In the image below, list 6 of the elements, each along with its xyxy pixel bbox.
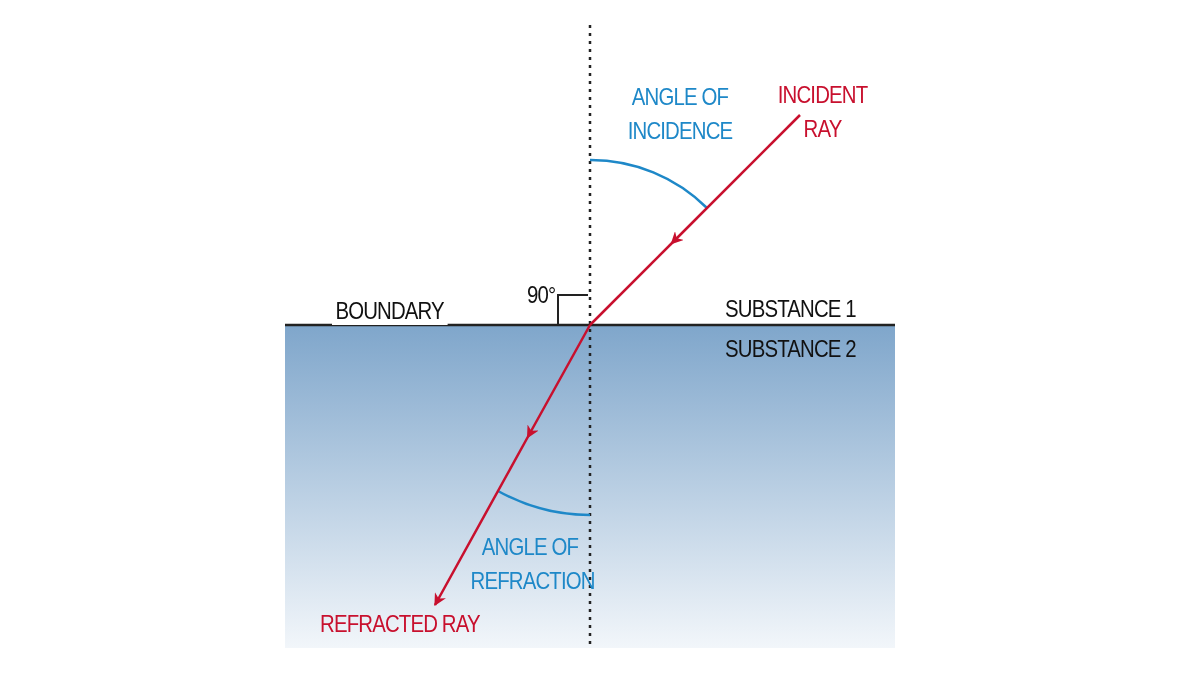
angle-value: 90° bbox=[527, 280, 556, 310]
angle-label: ANGLE OF INCIDENCE bbox=[626, 82, 734, 146]
substance-label: SUBSTANCE 1 bbox=[725, 294, 856, 324]
ray-label: REFRACTED RAY bbox=[320, 609, 480, 639]
substance-label: SUBSTANCE 2 bbox=[725, 334, 856, 364]
ray-label: INCIDENT RAY bbox=[776, 80, 869, 144]
